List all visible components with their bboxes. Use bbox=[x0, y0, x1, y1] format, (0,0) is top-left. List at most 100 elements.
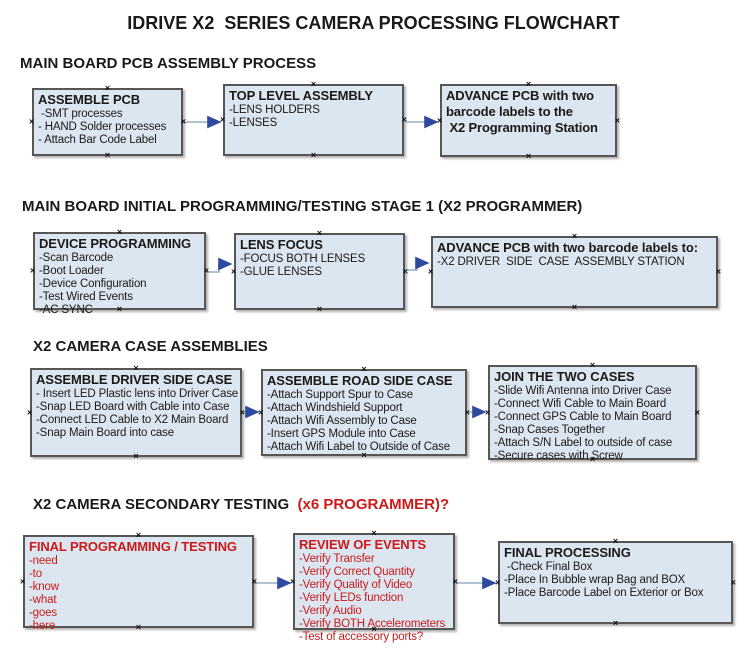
box-item: -Device Configuration bbox=[39, 278, 147, 290]
box-title: REVIEW OF EVENTS bbox=[299, 537, 426, 552]
connector-lensfocus-to-advance2[interactable] bbox=[405, 256, 430, 271]
flow-box-advance-pcb-driver-side-station[interactable]: ADVANCE PCB with two barcode labels to: … bbox=[428, 232, 721, 312]
connection-handle-icon[interactable]: × bbox=[371, 528, 377, 538]
connection-handle-icon[interactable]: × bbox=[402, 266, 408, 276]
connection-handle-icon[interactable]: × bbox=[29, 116, 35, 127]
connection-handle-icon[interactable]: × bbox=[220, 114, 226, 125]
box-item: -Connect GPS Cable to Main Board bbox=[494, 411, 672, 423]
box-title: DEVICE PROGRAMMING bbox=[39, 236, 192, 251]
flow-box-assemble-road-side-case[interactable]: ASSEMBLE ROAD SIDE CASE -Attach Support … bbox=[258, 365, 470, 460]
connection-handle-icon[interactable]: × bbox=[135, 622, 142, 632]
box-item: -Verify Correct Quantity bbox=[299, 566, 415, 578]
connection-handle-icon[interactable]: × bbox=[116, 304, 123, 314]
box-item: -Attach Wifi Assembly to Case bbox=[267, 415, 417, 427]
box-item: -Snap Main Board into case bbox=[36, 427, 175, 439]
connection-handle-icon[interactable]: × bbox=[464, 407, 470, 417]
connection-handle-icon[interactable]: × bbox=[290, 576, 296, 586]
connection-handle-icon[interactable]: × bbox=[525, 79, 532, 89]
connection-handle-icon[interactable]: × bbox=[589, 360, 596, 370]
connection-handle-icon[interactable]: × bbox=[371, 624, 377, 634]
connection-handle-icon[interactable]: × bbox=[401, 114, 407, 125]
flow-box-advance-pcb-programming-station[interactable]: ADVANCE PCB with two barcode labels to t… bbox=[437, 80, 620, 161]
box-item: barcode labels to the bbox=[446, 104, 573, 119]
connection-handle-icon[interactable]: × bbox=[437, 115, 443, 125]
connection-handle-icon[interactable]: × bbox=[258, 407, 264, 417]
connection-handle-icon[interactable]: × bbox=[589, 454, 596, 464]
connection-handle-icon[interactable]: × bbox=[571, 302, 578, 312]
connection-handle-icon[interactable]: × bbox=[27, 407, 33, 417]
box-item: -need bbox=[29, 555, 58, 567]
box-title: ADVANCE PCB with two barcode labels to: bbox=[437, 240, 698, 255]
connection-handle-icon[interactable]: × bbox=[251, 576, 257, 586]
box-item: -what bbox=[29, 594, 57, 606]
box-title: ASSEMBLE DRIVER SIDE CASE bbox=[36, 372, 233, 387]
connection-handle-icon[interactable]: × bbox=[116, 227, 123, 237]
connection-handle-icon[interactable]: × bbox=[316, 304, 323, 314]
connector-device-to-lensfocus[interactable] bbox=[206, 257, 233, 273]
flow-box-assemble-driver-side-case[interactable]: ASSEMBLE DRIVER SIDE CASE - Insert LED P… bbox=[27, 364, 245, 461]
box-item: -know bbox=[29, 581, 59, 593]
connection-handle-icon[interactable]: × bbox=[30, 265, 36, 276]
box-item: -Connect Wifi Cable to Main Board bbox=[494, 398, 667, 410]
box-item: -Insert GPS Module into Case bbox=[267, 428, 416, 440]
connection-handle-icon[interactable]: × bbox=[310, 79, 317, 89]
connection-handle-icon[interactable]: × bbox=[180, 116, 186, 127]
connection-handle-icon[interactable]: × bbox=[694, 407, 700, 417]
connection-handle-icon[interactable]: × bbox=[428, 266, 434, 277]
box-item: X2 Programming Station bbox=[446, 120, 598, 135]
connection-handle-icon[interactable]: × bbox=[485, 407, 491, 417]
box-item: -Slide Wifi Antenna into Driver Case bbox=[494, 385, 672, 397]
connection-handle-icon[interactable]: × bbox=[495, 577, 501, 587]
connection-handle-icon[interactable]: × bbox=[310, 150, 317, 160]
connection-handle-icon[interactable]: × bbox=[525, 151, 532, 161]
connection-handle-icon[interactable]: × bbox=[104, 83, 111, 93]
flow-box-review-of-events[interactable]: REVIEW OF EVENTS -Verify Transfer -Verif… bbox=[290, 529, 458, 644]
flow-box-lens-focus[interactable]: LENS FOCUS -FOCUS BOTH LENSES -GLUE LENS… bbox=[231, 229, 408, 314]
connection-handle-icon[interactable]: × bbox=[133, 451, 139, 461]
box-item: -X2 DRIVER SIDE CASE ASSEMBLY STATION bbox=[437, 256, 685, 268]
connection-handle-icon[interactable]: × bbox=[361, 450, 367, 460]
connection-handle-icon[interactable]: × bbox=[135, 530, 142, 540]
box-item: -Connect LED Cable to X2 Main Board bbox=[36, 414, 229, 426]
box-item: -Verify Quality of Video bbox=[299, 579, 413, 591]
flow-box-final-processing[interactable]: FINAL PROCESSING -Check Final Box -Place… bbox=[495, 537, 736, 628]
connection-handle-icon[interactable]: × bbox=[20, 576, 26, 586]
box-item: -Place Barcode Label on Exterior or Box bbox=[504, 587, 704, 599]
connection-handle-icon[interactable]: × bbox=[614, 115, 620, 125]
box-item: -Boot Loader bbox=[39, 265, 104, 277]
flow-box-final-programming-testing[interactable]: FINAL PROGRAMMING / TESTING -need -to -k… bbox=[20, 531, 257, 633]
box-item: -Verify LEDs function bbox=[299, 592, 404, 604]
box-item: -AC SYNC bbox=[39, 304, 93, 316]
box-item: -Verify Transfer bbox=[299, 553, 375, 565]
box-item: -Test of accessory ports? bbox=[299, 631, 424, 643]
connection-handle-icon[interactable]: × bbox=[239, 407, 245, 417]
connection-handle-icon[interactable]: × bbox=[133, 363, 139, 373]
box-item: -Attach Support Spur to Case bbox=[267, 389, 414, 401]
flow-box-device-programming[interactable]: DEVICE PROGRAMMING -Scan Barcode -Boot L… bbox=[30, 228, 209, 317]
flow-box-join-the-two-cases[interactable]: JOIN THE TWO CASES -Slide Wifi Antenna i… bbox=[485, 361, 700, 464]
box-item: -Verify Audio bbox=[299, 605, 362, 617]
connection-handle-icon[interactable]: × bbox=[730, 577, 736, 587]
box-item: -FOCUS BOTH LENSES bbox=[240, 253, 366, 265]
connection-handle-icon[interactable]: × bbox=[231, 266, 237, 276]
box-title: FINAL PROCESSING bbox=[504, 545, 631, 560]
flow-box-assemble-pcb[interactable]: ASSEMBLE PCB -SMT processes - HAND Solde… bbox=[29, 84, 186, 160]
box-item: -Test Wired Events bbox=[39, 291, 133, 303]
connection-handle-icon[interactable]: × bbox=[316, 228, 323, 238]
section-header-pcb-assembly: MAIN BOARD PCB ASSEMBLY PROCESS bbox=[20, 55, 317, 72]
box-item: -Check Final Box bbox=[504, 561, 593, 573]
flow-box-top-level-assembly[interactable]: TOP LEVEL ASSEMBLY -LENS HOLDERS -LENSES… bbox=[220, 80, 407, 160]
connection-handle-icon[interactable]: × bbox=[203, 265, 209, 276]
box-title: ASSEMBLE PCB bbox=[38, 92, 141, 107]
connection-handle-icon[interactable]: × bbox=[361, 364, 367, 374]
box-item: - Attach Bar Code Label bbox=[38, 134, 157, 146]
connection-handle-icon[interactable]: × bbox=[104, 150, 111, 160]
connection-handle-icon[interactable]: × bbox=[715, 266, 721, 277]
connection-handle-icon[interactable]: × bbox=[612, 536, 619, 546]
box-item: -Secure cases with Screw bbox=[494, 450, 623, 462]
box-item: -Place In Bubble wrap Bag and BOX bbox=[504, 574, 686, 586]
connection-handle-icon[interactable]: × bbox=[571, 231, 578, 241]
connection-handle-icon[interactable]: × bbox=[452, 576, 458, 586]
connection-handle-icon[interactable]: × bbox=[612, 618, 619, 628]
